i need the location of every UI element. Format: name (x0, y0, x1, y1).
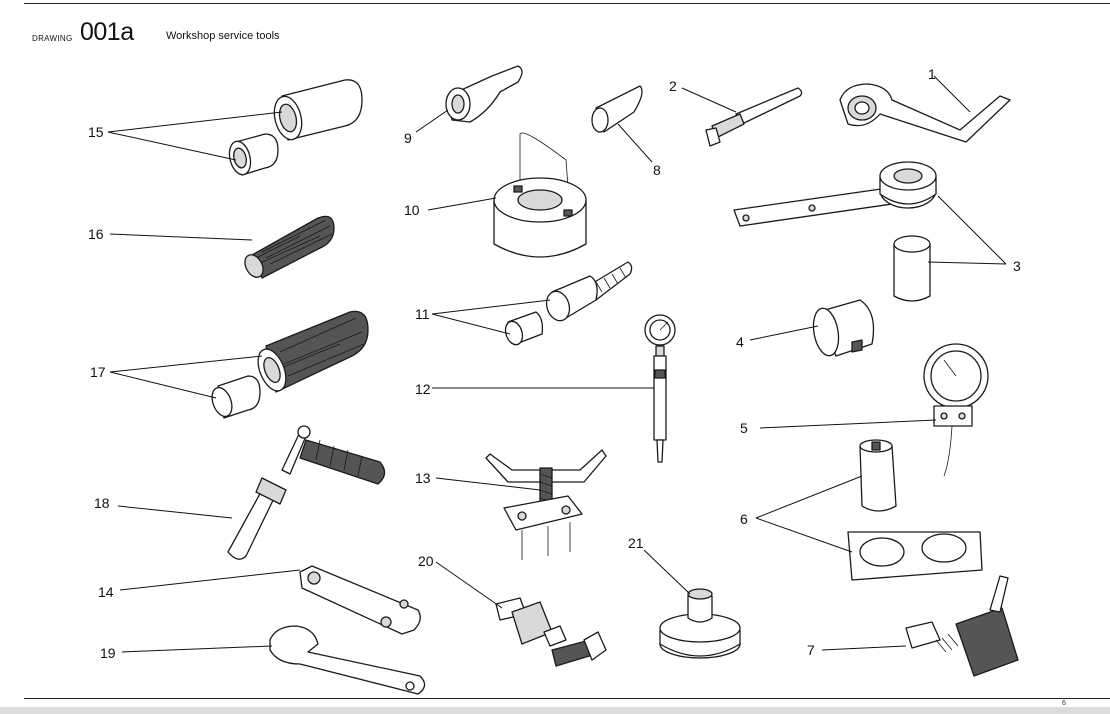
callout-13: 13 (415, 470, 431, 486)
footer-strip (0, 707, 1110, 714)
callout-10: 10 (404, 202, 420, 218)
callout-6: 6 (740, 511, 748, 527)
part-20-extractor (495, 597, 607, 667)
callout-labels: 15 16 17 18 14 19 9 10 11 12 13 20 21 8 … (88, 66, 1021, 661)
callout-21: 21 (628, 535, 644, 551)
callout-2: 2 (669, 78, 677, 94)
callout-8: 8 (653, 162, 661, 178)
callout-5: 5 (740, 420, 748, 436)
part-2-shaft (705, 87, 803, 147)
part-21-base (659, 588, 741, 659)
part-3-pin-spanner (733, 161, 937, 302)
callout-3: 3 (1013, 258, 1021, 274)
top-rule (24, 3, 1110, 4)
drawing-label: DRAWING (32, 34, 73, 43)
part-14-flat-spanner (299, 565, 421, 635)
callout-4: 4 (736, 334, 744, 350)
part-12-bore-gauge (644, 314, 676, 463)
part-17-knurled-sleeve (211, 310, 369, 419)
part-9-adapter (445, 65, 523, 123)
part-15-sockets (228, 79, 363, 176)
part-11-puller (504, 261, 633, 346)
callout-11: 11 (415, 306, 430, 322)
part-1-cranked-spanner (839, 83, 1011, 143)
part-18-ratchet (227, 425, 386, 560)
part-5-dial-gauge (923, 343, 989, 477)
callout-19: 19 (100, 645, 116, 661)
callout-15: 15 (88, 124, 104, 140)
part-8-conical-sleeve (591, 85, 643, 133)
drawing-title: Workshop service tools (166, 30, 280, 42)
part-13-puller (485, 449, 607, 560)
callout-1: 1 (928, 66, 936, 82)
part-10-pot-tool (493, 132, 587, 258)
callout-7: 7 (807, 642, 815, 658)
part-16-knurled-handle (244, 215, 335, 279)
callout-20: 20 (418, 553, 434, 569)
callout-18: 18 (94, 495, 110, 511)
part-4-castellated-socket (812, 299, 875, 357)
part-6-socket-plate (847, 439, 983, 581)
callout-16: 16 (88, 226, 104, 242)
callout-9: 9 (404, 130, 412, 146)
callout-12: 12 (415, 381, 431, 397)
bottom-rule (24, 698, 1110, 699)
callout-17: 17 (90, 364, 106, 380)
callout-14: 14 (98, 584, 114, 600)
drawing-code: 001a (80, 18, 134, 46)
leader-lines (107, 75, 1007, 653)
page-marker: 6 (1062, 700, 1066, 707)
part-7-shaft-assembly (905, 575, 1019, 677)
part-19-hook-spanner (269, 625, 426, 695)
